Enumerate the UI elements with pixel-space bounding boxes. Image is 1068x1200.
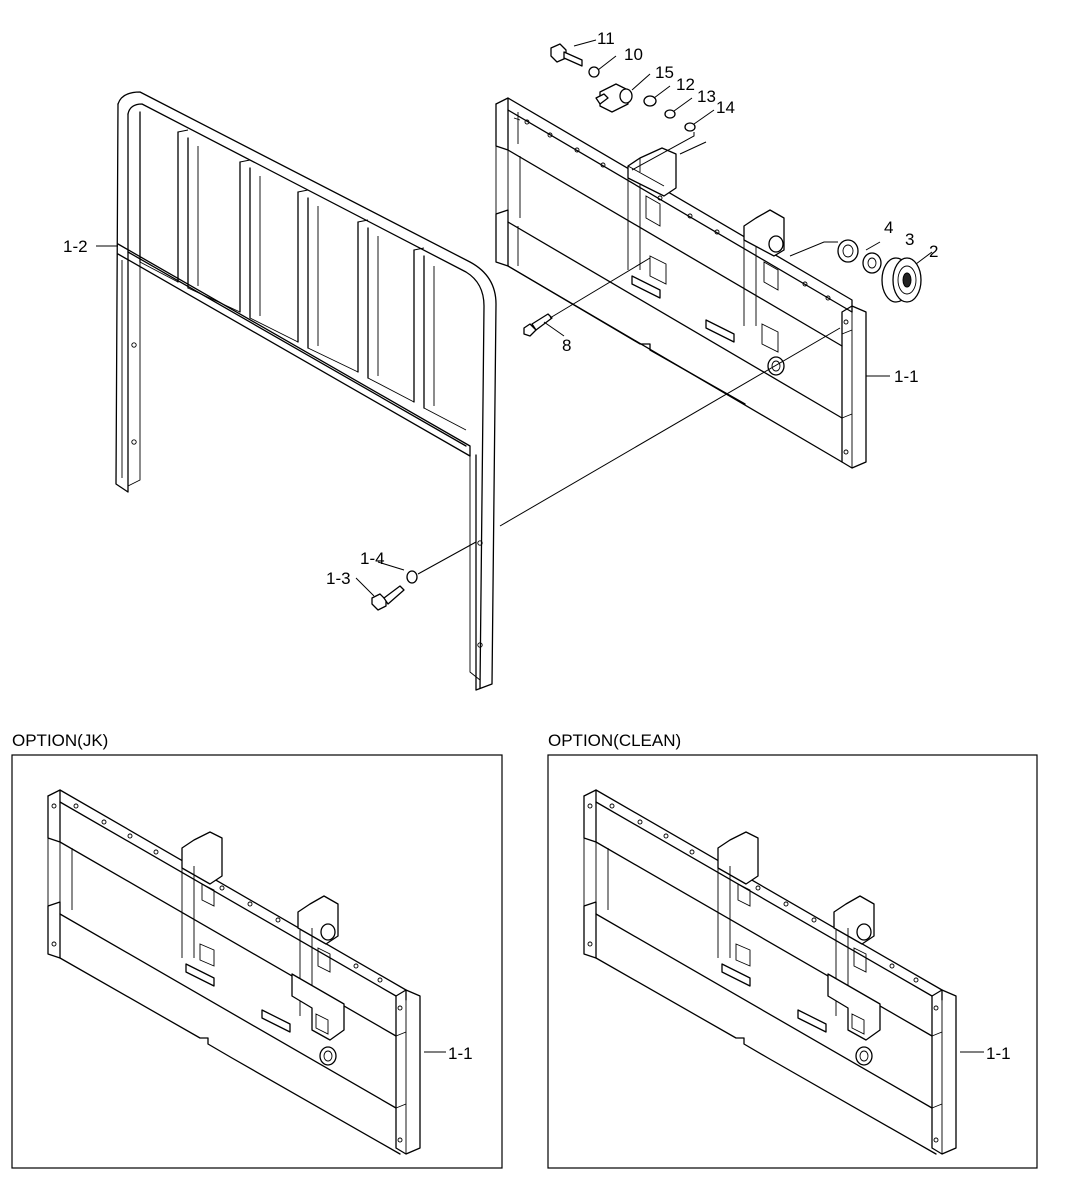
callout-15: 15 bbox=[655, 63, 674, 82]
callout-2: 2 bbox=[929, 242, 938, 261]
callout-13: 13 bbox=[697, 87, 716, 106]
callout-14: 14 bbox=[716, 98, 735, 117]
option-jk-frame bbox=[11, 754, 503, 1169]
callout-12: 12 bbox=[676, 75, 695, 94]
carriage-top-holes bbox=[524, 119, 831, 301]
callout-10: 10 bbox=[624, 45, 643, 64]
callout-1-3: 1-3 bbox=[326, 569, 351, 588]
option-jk-callout-1-1: 1-1 bbox=[448, 1044, 473, 1063]
option-clean-frame bbox=[547, 754, 1038, 1169]
callout-1-1: 1-1 bbox=[894, 367, 919, 386]
option-clean-panel: OPTION(CLEAN) bbox=[547, 731, 1038, 1169]
callout-1-2: 1-2 bbox=[63, 237, 88, 256]
callout-3: 3 bbox=[905, 230, 914, 249]
option-jk-panel: OPTION(JK) bbox=[11, 731, 503, 1169]
callout-4: 4 bbox=[884, 218, 893, 237]
option-clean-callout-1-1: 1-1 bbox=[986, 1044, 1011, 1063]
option-jk-carriage bbox=[47, 789, 421, 1155]
callout-8: 8 bbox=[562, 336, 571, 355]
option-clean-carriage bbox=[583, 789, 957, 1155]
leader-lines bbox=[96, 39, 984, 1053]
load-backrest bbox=[115, 91, 497, 691]
callout-11: 11 bbox=[597, 29, 615, 48]
callout-1-4: 1-4 bbox=[360, 549, 385, 568]
hardware-parts bbox=[371, 43, 922, 611]
option-jk-title: OPTION(JK) bbox=[12, 731, 108, 750]
option-clean-title: OPTION(CLEAN) bbox=[548, 731, 681, 750]
callout-labels: 11 10 15 12 13 14 4 3 2 8 1-1 1-2 1-4 1-… bbox=[63, 29, 938, 588]
fork-carriage bbox=[495, 97, 867, 469]
